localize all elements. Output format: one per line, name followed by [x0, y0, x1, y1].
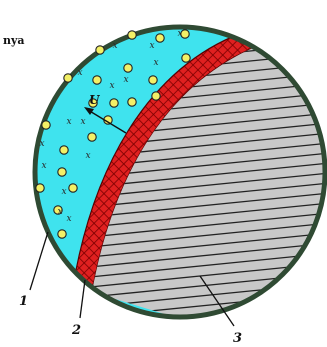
particle-dot	[124, 64, 132, 72]
label-3: 3	[233, 331, 242, 346]
particle-cross: x	[153, 58, 158, 68]
particle-cross: x	[85, 151, 90, 161]
particle-cross: x	[80, 117, 85, 127]
particle-dot	[156, 34, 164, 42]
particle-dot	[128, 31, 136, 39]
particle-dot	[96, 46, 104, 54]
particle-cross: x	[177, 29, 182, 39]
particle-cross: x	[109, 81, 114, 91]
particle-dot	[93, 76, 101, 84]
particle-cross: x	[77, 68, 82, 78]
label-2: 2	[71, 323, 81, 338]
particle-dot	[149, 76, 157, 84]
particle-cross: x	[39, 139, 44, 149]
particle-cross: x	[123, 75, 128, 85]
particle-dot	[152, 92, 160, 100]
edge-text: nya	[3, 34, 25, 47]
hatch-line	[60, 322, 327, 347]
particle-dot	[110, 99, 118, 107]
particle-cross: x	[66, 214, 71, 224]
particle-cross: x	[57, 207, 62, 217]
particle-cross: x	[149, 41, 154, 51]
label-1-group: 1	[19, 232, 48, 309]
particle-dot	[69, 184, 77, 192]
particle-dot	[58, 168, 66, 176]
particle-cross: x	[112, 41, 117, 51]
particle-dot	[36, 184, 44, 192]
velocity-label: U	[89, 93, 101, 107]
particle-dot	[182, 54, 190, 62]
particle-dot	[88, 133, 96, 141]
particle-cross: x	[61, 187, 66, 197]
leader-line-1	[30, 232, 48, 290]
particle-cross: x	[41, 161, 46, 171]
label-2-group: 2	[71, 280, 85, 338]
particle-cross: x	[66, 117, 71, 127]
label-1: 1	[19, 294, 28, 309]
particle-dot	[60, 146, 68, 154]
particle-dot	[64, 74, 72, 82]
particle-dot	[128, 98, 136, 106]
leader-line-2	[80, 280, 85, 318]
particle-dot	[42, 121, 50, 129]
particle-dot	[58, 230, 66, 238]
